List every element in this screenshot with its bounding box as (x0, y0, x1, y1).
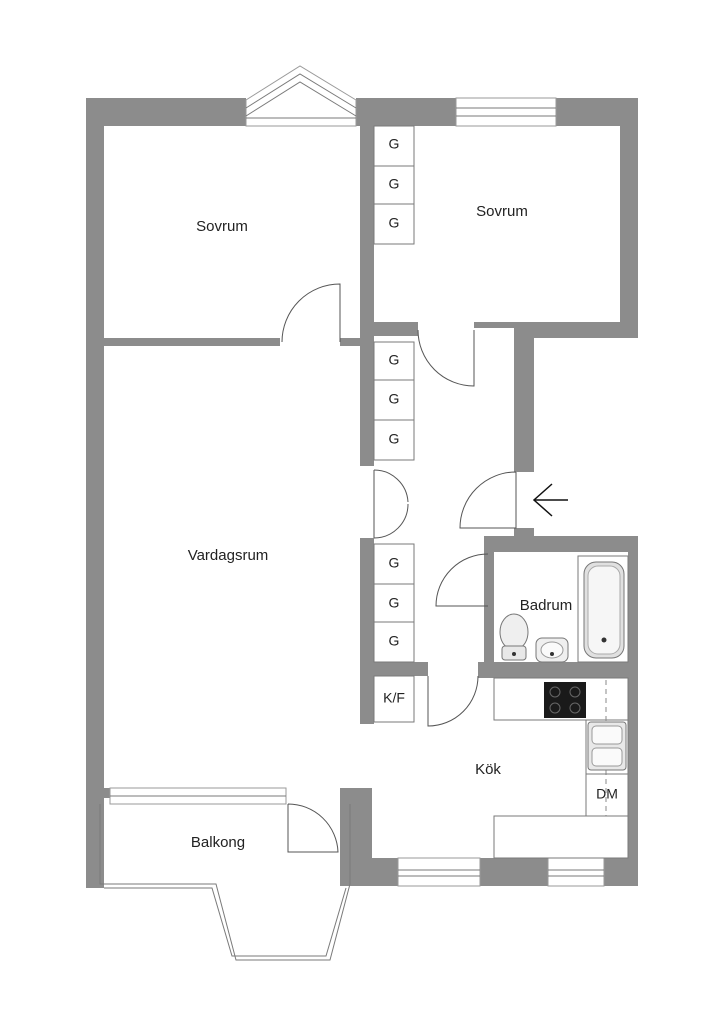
room-label-bedroom-2: Sovrum (476, 203, 528, 220)
kitchen-fixtures: DM (493, 677, 629, 859)
fridge-freezer: K/F (373, 675, 415, 723)
balcony-outline (99, 804, 351, 961)
room-label-kitchen: Kök (475, 761, 501, 778)
fridge-freezer-label: K/F (383, 690, 405, 706)
closet-label: G (389, 431, 400, 447)
room-labels: Sovrum Sovrum Vardagsrum Badrum Kök Balk… (188, 203, 573, 851)
closet-group-top: G G G (373, 125, 415, 245)
stove-icon (544, 682, 586, 718)
windows (109, 65, 605, 887)
entrance-arrow-icon (532, 483, 568, 517)
closet-label: G (389, 633, 400, 649)
closets: G G G G G G G G G K/F (373, 125, 415, 723)
room-label-bedroom-1: Sovrum (196, 218, 248, 235)
sink-icon (535, 637, 569, 663)
closet-group-middle: G G G (373, 341, 415, 461)
room-label-living-room: Vardagsrum (188, 547, 269, 564)
bathtub-icon (583, 561, 625, 659)
doors (281, 283, 517, 853)
room-label-balcony: Balkong (191, 834, 245, 851)
closet-label: G (389, 555, 400, 571)
bathroom-fixtures (499, 555, 629, 663)
dishwasher-label: DM (596, 786, 618, 802)
kitchen-sink-icon (587, 721, 627, 771)
exterior-walls (86, 98, 638, 888)
closet-label: G (389, 391, 400, 407)
room-label-bathroom: Badrum (520, 597, 573, 614)
closet-label: G (389, 136, 400, 152)
closet-label: G (389, 595, 400, 611)
interior-walls (100, 126, 628, 798)
closet-label: G (389, 215, 400, 231)
closet-label: G (389, 352, 400, 368)
dishwasher: DM (585, 773, 629, 817)
closet-label: G (389, 176, 400, 192)
closet-group-bottom: G G G (373, 543, 415, 663)
toilet-icon (499, 613, 529, 661)
